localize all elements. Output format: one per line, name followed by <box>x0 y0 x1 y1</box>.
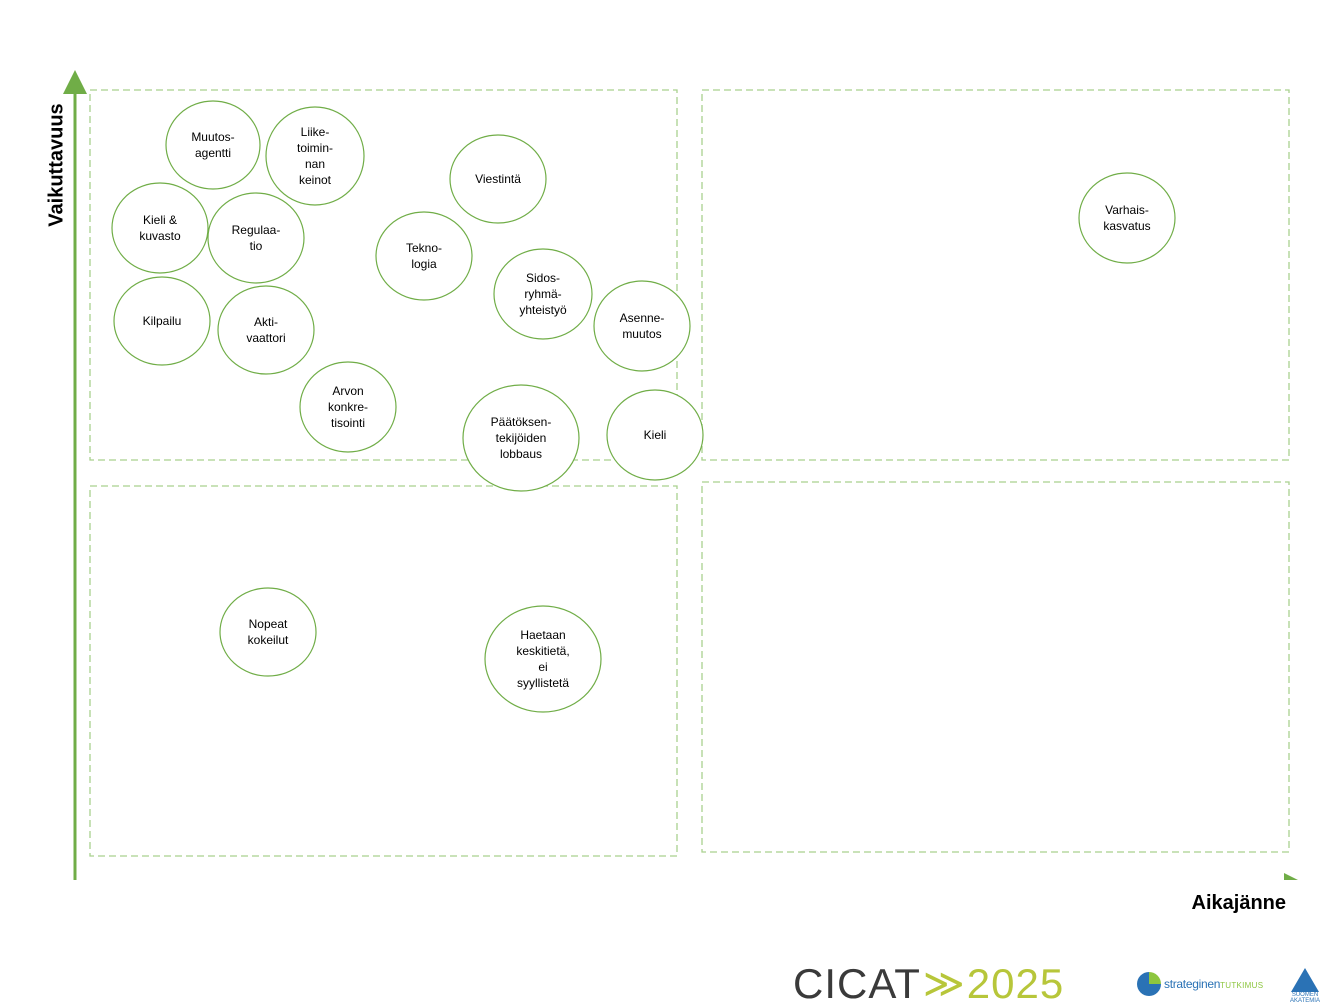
cicat-logo-word: CICAT <box>793 960 921 1007</box>
node-haetaan-keskitieta: Haetaan keskitietä, ei syyllistetä <box>484 605 602 713</box>
node-label-line: Sidos- <box>526 271 560 285</box>
node-label-line: Kieli <box>644 428 667 442</box>
node-label-line: agentti <box>195 146 231 160</box>
node-circle <box>113 276 211 366</box>
node-label-line: lobbaus <box>500 447 542 461</box>
node-circle <box>493 248 593 340</box>
strateginen-tutkimus-logo: strateginenTUTKIMUS <box>1137 972 1263 996</box>
node-label-line: Varhais- <box>1105 203 1149 217</box>
cicat-2025-logo: CICAT ≫ 2025 <box>793 960 1064 1008</box>
node-circle <box>165 100 261 190</box>
node-circle <box>484 605 602 713</box>
cicat-logo-year: 2025 <box>966 960 1065 1007</box>
node-circle <box>219 587 317 677</box>
node-label-line: yhteistyö <box>519 303 567 317</box>
suomen-akatemia-triangle-icon <box>1291 968 1319 992</box>
node-label-line: Muutos- <box>191 130 234 144</box>
node-kieli-kuvasto: Kieli & kuvasto <box>111 182 209 274</box>
strateginen-tutkimus-mark-icon <box>1137 972 1161 996</box>
quadrants <box>89 89 1290 857</box>
node-label-line: nan <box>305 157 325 171</box>
node-label-line: kasvatus <box>1103 219 1150 233</box>
node-label-line: keinot <box>299 173 332 187</box>
node-kilpailu: Kilpailu <box>113 276 211 366</box>
node-label-line: vaattori <box>246 331 285 345</box>
quadrant-top-left <box>89 89 678 461</box>
tutkimus-logo-text: TUTKIMUS <box>1220 981 1264 990</box>
y-axis-label: Vaikuttavuus <box>45 103 68 227</box>
node-label-line: ryhmä- <box>524 287 561 301</box>
node-circle <box>207 192 305 284</box>
node-label-line: toimin- <box>297 141 333 155</box>
node-circle <box>265 106 365 206</box>
node-circle <box>449 134 547 224</box>
node-label-line: Arvon <box>332 384 363 398</box>
node-sidosryhmayhteistyo: Sidos-ryhmä-yhteistyö <box>493 248 593 340</box>
suomen-akatemia-line2: AKATEMIA <box>1290 998 1320 1004</box>
node-label-line: syyllistetä <box>517 676 569 690</box>
node-label-line: Liike- <box>301 125 330 139</box>
node-paatoksentekijoiden-lobbaus: Päätöksen-tekijöiden lobbaus <box>462 384 580 492</box>
node-circle <box>375 211 473 301</box>
node-label-line: kokeilut <box>248 633 289 647</box>
node-label-line: Nopeat <box>249 617 288 631</box>
node-label-line: konkre- <box>328 400 368 414</box>
node-circle <box>111 182 209 274</box>
node-label-line: Asenne- <box>620 311 665 325</box>
suomen-akatemia-line1: SUOMEN <box>1291 992 1319 998</box>
node-kieli: Kieli <box>606 389 704 481</box>
node-label-line: tekijöiden <box>496 431 547 445</box>
node-teknologia: Tekno-logia <box>375 211 473 301</box>
nodes: Muutos-agentti Liike-toimin-nan keinot Vies… <box>111 100 1176 713</box>
node-arvon-konkretisointi: Arvon konkre-tisointi <box>299 361 397 453</box>
node-label-line: tisointi <box>331 416 365 430</box>
quadrant-diagram: Muutos-agentti Liike-toimin-nan keinot Vies… <box>63 70 1308 880</box>
node-label-line: tio <box>250 239 263 253</box>
node-nopeat-kokeilut: Nopeat kokeilut <box>219 587 317 677</box>
node-circle <box>217 285 315 375</box>
node-label-line: logia <box>411 257 437 271</box>
node-circle <box>1078 172 1176 264</box>
quadrant-bottom-right <box>701 481 1290 853</box>
node-label-line: Päätöksen- <box>491 415 552 429</box>
node-viestinta: Viestintä <box>449 134 547 224</box>
node-circle <box>299 361 397 453</box>
node-label-line: muutos <box>622 327 661 341</box>
node-asennemuutos: Asenne-muutos <box>593 280 691 372</box>
node-label-line: Regulaa- <box>232 223 281 237</box>
quadrant-top-right <box>701 89 1290 461</box>
node-label-line: kuvasto <box>139 229 181 243</box>
strateginen-logo-text: strateginen <box>1164 977 1221 991</box>
node-label-line: Viestintä <box>475 172 521 186</box>
node-label-line: Haetaan <box>520 628 565 642</box>
quadrant-bottom-left <box>89 485 678 857</box>
node-varhaiskasvatus: Varhais-kasvatus <box>1078 172 1176 264</box>
node-regulaatio: Regulaa-tio <box>207 192 305 284</box>
node-label-line: ei <box>538 660 547 674</box>
x-axis-label: Aikajänne <box>1191 892 1286 914</box>
node-muutosagentti: Muutos-agentti <box>165 100 261 190</box>
node-circle <box>593 280 691 372</box>
node-label-line: keskitietä, <box>516 644 569 658</box>
node-aktivaattori: Akti-vaattori <box>217 285 315 375</box>
node-circle <box>462 384 580 492</box>
suomen-akatemia-logo: SUOMEN AKATEMIA <box>1285 968 1325 1004</box>
node-circle <box>606 389 704 481</box>
node-liiketoiminnan-keinot: Liike-toimin-nan keinot <box>265 106 365 206</box>
cicat-logo-chevrons: ≫ <box>922 962 965 1006</box>
node-label-line: Akti- <box>254 315 278 329</box>
node-label-line: Kilpailu <box>143 314 182 328</box>
node-label-line: Kieli & <box>143 213 177 227</box>
node-label-line: Tekno- <box>406 241 442 255</box>
